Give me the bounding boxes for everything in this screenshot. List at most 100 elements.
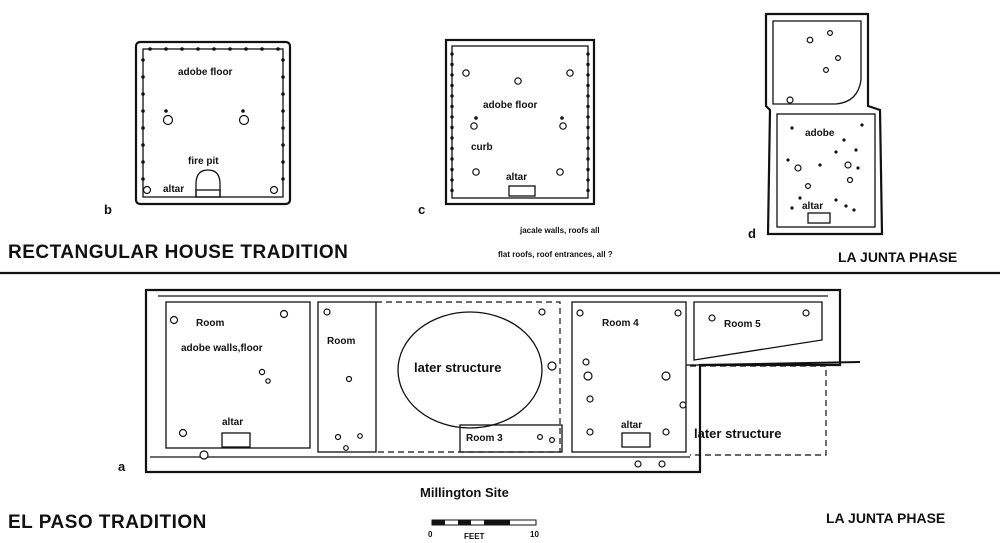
wall-posthole <box>450 104 454 109</box>
wall-posthole <box>586 52 590 56</box>
wall-posthole <box>586 167 590 172</box>
posthole <box>357 433 363 439</box>
altar-shape <box>195 189 221 198</box>
wall-posthole <box>450 73 454 77</box>
posthole <box>345 375 353 383</box>
wall-posthole <box>141 177 145 181</box>
plan-d-posthole <box>826 30 833 37</box>
plan-d-posthole <box>804 183 811 190</box>
plan-c-letter: c <box>418 202 425 217</box>
plan-d-upper-room <box>772 20 862 105</box>
wall-posthole <box>586 146 590 151</box>
plan-b-posthole <box>142 185 152 195</box>
wall-posthole <box>281 75 285 79</box>
posthole <box>583 371 593 381</box>
posthole <box>802 309 810 317</box>
plan-b-dot <box>164 109 168 113</box>
posthole <box>661 371 671 381</box>
scale-bar-segment <box>458 520 471 525</box>
posthole <box>674 309 682 317</box>
posthole <box>547 361 557 371</box>
plan-c-posthole <box>566 69 574 77</box>
fire-pit-shape <box>195 169 221 197</box>
scale-bar: 0 FEET 10 <box>428 519 539 541</box>
wall-posthole <box>450 125 454 130</box>
plan-c-note-line1: jacale walls, roofs all <box>519 226 600 235</box>
wall-posthole <box>450 94 454 98</box>
scale-start: 0 <box>428 530 433 539</box>
floor-feature <box>790 126 794 130</box>
wall-posthole <box>141 160 145 164</box>
room-5 <box>693 301 823 361</box>
plan-d-altar-label: altar <box>802 201 823 212</box>
posthole <box>548 437 555 444</box>
posthole <box>178 428 188 438</box>
wall-posthole <box>586 188 590 193</box>
wall-posthole <box>141 92 145 96</box>
plan-d-posthole <box>806 36 814 44</box>
plan-c-dot <box>560 116 564 120</box>
wall-posthole <box>276 47 280 51</box>
posthole <box>576 309 584 317</box>
wall-posthole <box>586 83 590 88</box>
heading-el-paso-tradition: EL PASO TRADITION <box>8 512 207 533</box>
wall-posthole <box>450 188 454 193</box>
posthole <box>199 450 209 460</box>
plan-a: Room adobe walls,floor altar Room later … <box>118 288 861 500</box>
floor-feature <box>834 198 838 202</box>
floor-feature <box>798 196 802 200</box>
plan-d: adobe altar d <box>748 12 884 241</box>
heading-rectangular-house-tradition: RECTANGULAR HOUSE TRADITION <box>8 242 348 263</box>
plan-b-outer-wall <box>134 40 292 206</box>
wall-posthole <box>450 136 454 140</box>
wall-posthole <box>450 167 454 172</box>
later-structure-2-label: later structure <box>694 426 781 441</box>
floor-feature <box>844 204 848 208</box>
posthole <box>279 309 289 319</box>
wall-posthole <box>586 94 590 98</box>
plan-d-lower-room <box>776 113 876 228</box>
wall-posthole <box>450 115 454 119</box>
posthole <box>634 460 642 468</box>
plan-c-dot <box>474 116 478 120</box>
plan-c-floor-label: adobe floor <box>483 100 538 111</box>
heading-la-junta-phase-top: LA JUNTA PHASE <box>838 249 957 265</box>
plan-d-posthole <box>844 161 852 169</box>
posthole <box>586 395 594 403</box>
wall-posthole <box>586 62 590 67</box>
wall-posthole <box>281 177 285 181</box>
wall-posthole <box>281 143 285 147</box>
plan-b-posthole <box>162 114 174 126</box>
plan-b-posthole <box>269 185 279 195</box>
wall-posthole <box>450 83 454 88</box>
altar-shape <box>807 212 831 224</box>
plan-b-posthole <box>238 114 250 126</box>
plan-c-curb-label: curb <box>471 142 493 153</box>
plan-c-altar-label: altar <box>506 172 527 183</box>
wall-posthole <box>148 47 152 51</box>
posthole <box>538 308 546 316</box>
wall-posthole <box>141 109 145 113</box>
posthole <box>536 434 543 441</box>
room-3-label: Room 3 <box>466 433 503 444</box>
wall-posthole <box>244 47 248 51</box>
floor-feature <box>786 158 790 162</box>
wall-posthole <box>141 75 145 79</box>
wall-posthole <box>586 115 590 119</box>
plan-d-posthole <box>786 96 794 104</box>
plan-b-postholes <box>141 47 285 181</box>
later-structure-1-label: later structure <box>414 360 501 375</box>
posthole <box>343 445 349 451</box>
wall-posthole <box>180 47 184 51</box>
plan-c-note-line2: flat roofs, roof entrances, all ? <box>498 250 613 259</box>
room-3 <box>459 424 563 453</box>
scale-unit: FEET <box>464 532 485 541</box>
plan-c-posthole <box>462 69 470 77</box>
posthole <box>708 314 716 322</box>
room-5-label: Room 5 <box>724 319 761 330</box>
plan-c-posthole <box>514 77 522 85</box>
room-4-altar-label: altar <box>621 420 642 431</box>
plan-b-pit-label: fire pit <box>188 156 219 167</box>
wall-posthole <box>164 47 168 51</box>
scale-bar-segment <box>484 520 510 525</box>
